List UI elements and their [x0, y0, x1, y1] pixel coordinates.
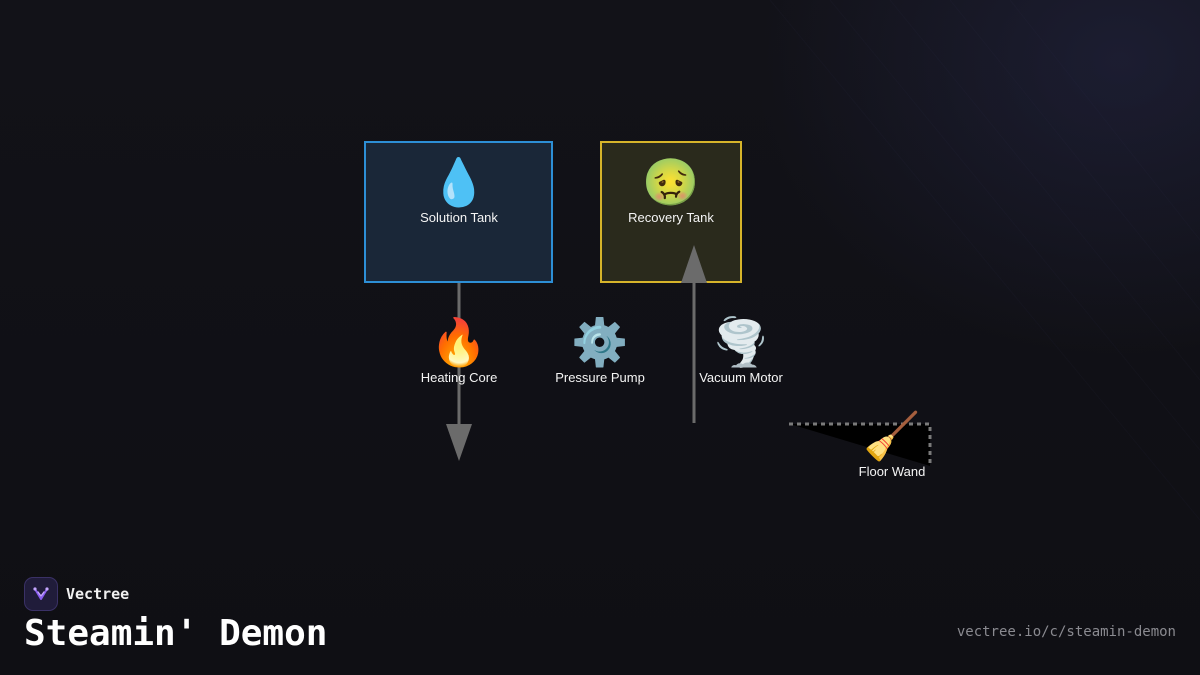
- fire-icon: 🔥: [430, 316, 488, 368]
- brand-name: Vectree: [66, 585, 130, 603]
- vectree-logo-glyph: [33, 587, 49, 600]
- node-label: Recovery Tank: [628, 210, 714, 225]
- node-label: Floor Wand: [858, 464, 926, 479]
- nauseated-face-icon: 🤢: [642, 156, 700, 208]
- arrowhead-up: [681, 245, 707, 283]
- solution-tank-box[interactable]: [364, 141, 553, 283]
- node-floor-wand[interactable]: 🧹 Floor Wand: [859, 410, 926, 479]
- node-recovery-tank[interactable]: 🤢 Recovery Tank: [628, 156, 714, 225]
- node-label: Heating Core: [420, 370, 498, 385]
- node-label: Solution Tank: [420, 210, 498, 225]
- node-heating-core[interactable]: 🔥 Heating Core: [421, 316, 498, 385]
- broom-icon: 🧹: [863, 410, 921, 462]
- arrowhead-down: [446, 424, 472, 461]
- edge-floor-wand-dashed: [789, 422, 932, 466]
- node-solution-tank[interactable]: 💧 Solution Tank: [420, 156, 498, 225]
- node-vacuum-motor[interactable]: 🌪️ Vacuum Motor: [699, 316, 783, 385]
- node-label: Pressure Pump: [555, 370, 645, 385]
- gear-icon: ⚙️: [571, 316, 629, 368]
- page-title: Steamin' Demon: [24, 613, 328, 654]
- vectree-logo-icon: [24, 577, 58, 611]
- floor-wand-wedge: [790, 424, 930, 466]
- node-pressure-pump[interactable]: ⚙️ Pressure Pump: [555, 316, 645, 385]
- page-url[interactable]: vectree.io/c/steamin-demon: [956, 624, 1176, 640]
- brand[interactable]: Vectree: [24, 577, 129, 611]
- tornado-icon: 🌪️: [712, 316, 770, 368]
- recovery-tank-box[interactable]: [600, 141, 742, 283]
- node-label: Vacuum Motor: [699, 370, 783, 385]
- droplet-icon: 💧: [430, 156, 488, 208]
